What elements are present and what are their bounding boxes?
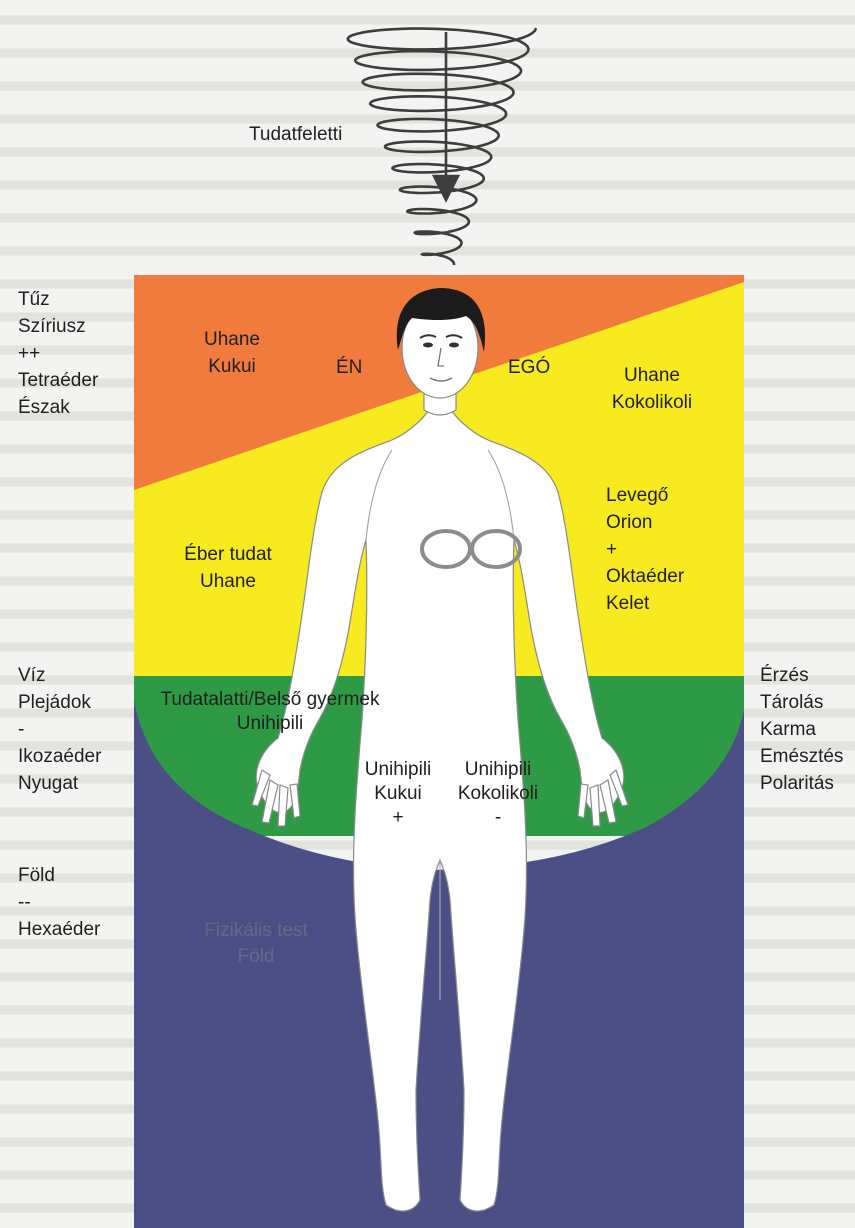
feeling-item: Érzés [760, 662, 843, 689]
feeling-item: Polaritás [760, 770, 843, 797]
air-element-list: Levegő Orion + Oktaéder Kelet [606, 482, 684, 617]
en-label: ÉN [336, 354, 362, 381]
minus-sign: - [452, 806, 544, 830]
unihipili-kokolikoli-label: Unihipili Kokolikoli - [452, 758, 544, 830]
air-item: Orion [606, 509, 684, 536]
feeling-item: Emésztés [760, 743, 843, 770]
water-element-list: Víz Plejádok - Ikozaéder Nyugat [18, 662, 101, 797]
earth-element-list: Föld -- Hexaéder [18, 862, 100, 943]
earth-item: Hexaéder [18, 916, 100, 943]
left-eye [423, 343, 433, 348]
earth-item: Föld [18, 862, 100, 889]
air-item: Kelet [606, 590, 684, 617]
water-item: Nyugat [18, 770, 101, 797]
fire-item: Tetraéder [18, 367, 98, 394]
feeling-list: Érzés Tárolás Karma Emésztés Polaritás [760, 662, 843, 797]
fire-element-list: Tűz Szíriusz ++ Tetraéder Észak [18, 286, 98, 421]
spiral-coil [348, 28, 536, 265]
downward-spiral-arrow-icon [348, 28, 536, 265]
conscious-label: Éber tudat Uhane [176, 541, 280, 595]
fire-item: Szíriusz [18, 313, 98, 340]
feeling-item: Tárolás [760, 689, 843, 716]
feeling-item: Karma [760, 716, 843, 743]
water-item: Plejádok [18, 689, 101, 716]
uhane-kokolikoli-label: Uhane Kokolikoli [600, 362, 704, 416]
water-item: Ikozaéder [18, 743, 101, 770]
earth-item: -- [18, 889, 100, 916]
plus-sign: + [360, 806, 436, 830]
right-eye [449, 343, 459, 348]
air-item: + [606, 536, 684, 563]
fire-item: ++ [18, 340, 98, 367]
fire-item: Tűz [18, 286, 98, 313]
air-item: Levegő [606, 482, 684, 509]
water-item: - [18, 716, 101, 743]
subconscious-label: Tudatalatti/Belső gyermek Unihipili [150, 688, 390, 736]
water-item: Víz [18, 662, 101, 689]
physical-body-label: Fizikális test Föld [186, 918, 326, 970]
uhane-kukui-label: Uhane Kukui [196, 326, 268, 380]
fire-item: Észak [18, 394, 98, 421]
unihipili-kukui-label: Unihipili Kukui + [360, 758, 436, 830]
air-item: Oktaéder [606, 563, 684, 590]
superconscious-label: Tudatfeletti [249, 121, 342, 148]
ego-label: EGÓ [508, 354, 550, 381]
